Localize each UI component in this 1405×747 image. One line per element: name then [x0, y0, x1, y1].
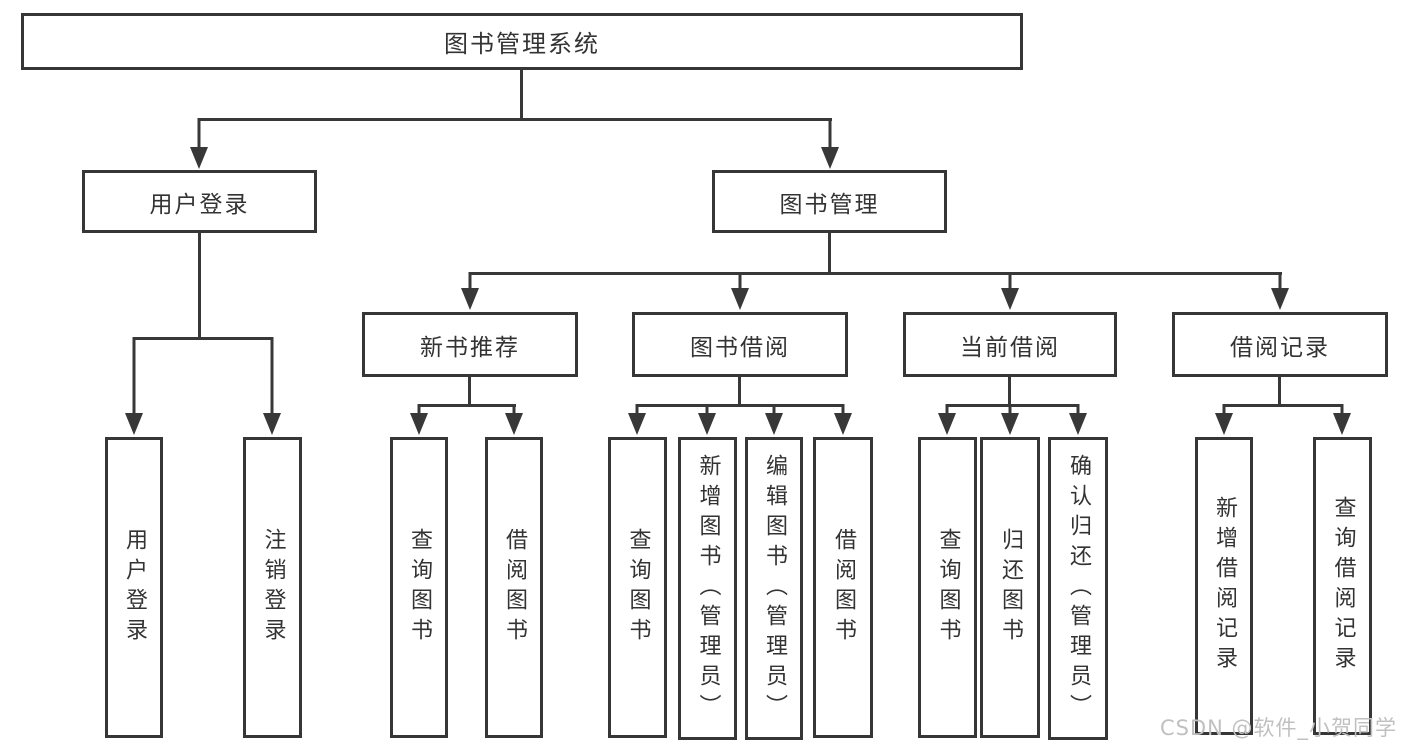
arrow-to-current-borrowing	[1001, 272, 1019, 310]
arrow-to-new-book-recommendation	[461, 272, 479, 310]
leaf-edit-books-admin: 编辑图书（管理员）	[745, 437, 803, 740]
arrow-to-borrow-books-1	[505, 404, 523, 435]
arrow-to-add-books	[698, 404, 716, 435]
leaf-user-login: 用户登录	[105, 437, 163, 738]
arrow-to-add-borrow-record	[1215, 404, 1233, 435]
leaf-query-books-borrowing: 查询图书	[608, 437, 667, 738]
arrow-to-confirm-return	[1069, 404, 1087, 435]
connector-root-stem	[520, 68, 523, 120]
arrow-to-query-borrow-record	[1333, 404, 1351, 435]
connector-borrowing-stem	[738, 377, 741, 407]
connector-current-stem	[1008, 377, 1011, 407]
leaf-query-books-recommend: 查询图书	[390, 437, 448, 738]
node-borrowing-records: 借阅记录	[1172, 312, 1388, 377]
leaf-add-borrow-record: 新增借阅记录	[1195, 437, 1253, 735]
node-user-login-module: 用户登录	[82, 170, 317, 233]
node-library-management-system: 图书管理系统	[21, 13, 1023, 70]
arrow-to-leaf-user-login	[125, 337, 143, 435]
connector-user-login-stem	[198, 233, 201, 337]
arrow-to-book-management-module	[821, 118, 839, 169]
arrow-to-query-books-2	[628, 404, 646, 435]
leaf-confirm-return-admin: 确认归还（管理员）	[1048, 437, 1108, 740]
node-book-borrowing: 图书借阅	[632, 312, 848, 377]
connector-root-rail	[198, 118, 832, 121]
arrow-to-user-login-module	[190, 118, 208, 169]
arrow-to-book-borrowing	[731, 272, 749, 310]
arrow-to-query-books-1	[410, 404, 428, 435]
csdn-watermark: CSDN @软件_小贺同学	[1160, 716, 1398, 740]
leaf-logout: 注销登录	[243, 437, 302, 738]
arrow-to-query-books-3	[938, 404, 956, 435]
leaf-add-books-admin: 新增图书（管理员）	[678, 437, 737, 740]
connector-recommendation-rail	[418, 404, 516, 407]
connector-records-rail	[1223, 404, 1343, 407]
node-book-management-module: 图书管理	[712, 170, 947, 233]
arrow-to-return-books	[1001, 404, 1019, 435]
leaf-query-books-current: 查询图书	[918, 437, 977, 738]
leaf-borrow-books-recommend: 借阅图书	[485, 437, 543, 738]
connector-records-stem	[1278, 377, 1281, 407]
connector-book-management-stem	[828, 233, 831, 275]
node-current-borrowing: 当前借阅	[903, 312, 1117, 377]
connector-borrowing-rail	[636, 404, 844, 407]
connector-recommendation-stem	[468, 377, 471, 407]
node-new-book-recommendation: 新书推荐	[362, 312, 578, 377]
connector-current-rail	[946, 404, 1079, 407]
connector-user-login-rail	[133, 337, 273, 340]
leaf-query-borrow-record: 查询借阅记录	[1313, 437, 1372, 735]
arrow-to-edit-books	[765, 404, 783, 435]
leaf-borrow-books-borrowing: 借阅图书	[813, 437, 873, 738]
arrow-to-borrow-books-2	[834, 404, 852, 435]
arrow-to-leaf-logout	[263, 337, 281, 435]
connector-book-management-rail	[469, 272, 1282, 275]
leaf-return-books: 归还图书	[980, 437, 1040, 738]
arrow-to-borrowing-records	[1271, 272, 1289, 310]
